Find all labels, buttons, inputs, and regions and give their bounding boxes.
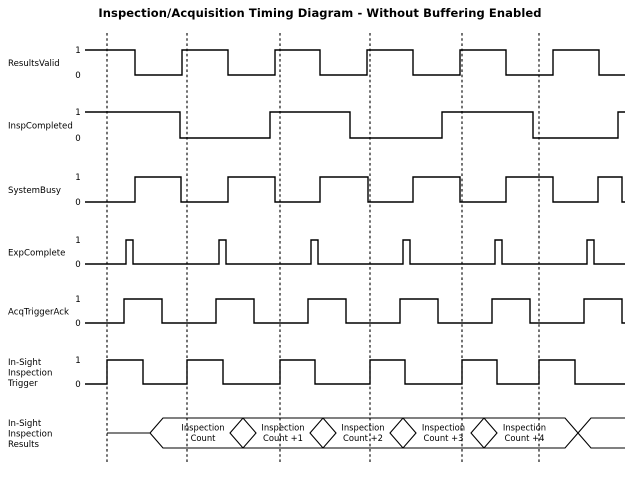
bus-cell-label-1: Count +1 [263,433,303,443]
bus-cell-label-0: Inspection [181,423,224,433]
waveform-acq-trigger-ack [85,298,625,324]
waveform-system-busy [85,176,625,203]
level-high-label-insp-completed: 1 [75,108,80,118]
bus-cell-label-2: Inspection [341,423,384,433]
level-low-label-acq-trigger-ack: 0 [75,319,80,329]
page-title: Inspection/Acquisition Timing Diagram - … [98,6,542,20]
signal-label-system-busy: SystemBusy [8,186,61,196]
bus-cell-label-2: Count +2 [343,433,383,443]
bus-tail-open [577,417,625,449]
trigger-marker-gridlines [106,33,540,462]
signal-waveforms-group: ResultsValid10InspCompleted10SystemBusy1… [7,46,625,390]
level-high-label-system-busy: 1 [75,173,80,183]
signal-label-acq-trigger-ack: AcqTriggerAck [8,307,69,317]
level-low-label-results-valid: 0 [75,71,80,81]
level-high-label-acq-trigger-ack: 1 [75,295,80,305]
signal-label-insight-inspection-trigger: Inspection [8,368,52,378]
bus-cell-label-0: Count [191,433,217,443]
level-low-label-insp-completed: 0 [75,134,80,144]
signal-row-exp-complete: ExpComplete 1 0 [8,236,625,270]
signal-label-insight-inspection-trigger: In-Sight [8,358,42,368]
signal-label-insp-completed: InspCompleted [8,121,73,131]
bus-cell-label-3: Inspection [422,423,465,433]
signal-label-exp-complete: ExpComplete [8,248,65,258]
signal-row-acq-trigger-ack: AcqTriggerAck 1 0 [8,295,625,329]
signal-row-insight-inspection-results: In-SightInspectionResultsInspectionCount… [8,417,625,450]
bus-cell-label-1: Inspection [261,423,304,433]
bus-cell-label-3: Count +3 [424,433,464,443]
level-high-label-insight-inspection-trigger: 1 [75,356,80,366]
signal-label-results-valid: ResultsValid [8,59,60,69]
signal-label-insight-inspection-results: Inspection [8,429,52,439]
bus-cell-0 [149,417,257,449]
waveform-exp-complete [85,239,625,265]
bus-cell-1 [229,417,337,449]
signal-row-results-valid: ResultsValid 1 0 [8,46,625,81]
level-low-label-insight-inspection-trigger: 0 [75,380,80,390]
bus-waveform-group: In-SightInspectionResultsInspectionCount… [8,417,625,450]
waveform-results-valid [85,49,625,76]
bus-cell-2 [309,417,417,449]
level-high-label-results-valid: 1 [75,46,80,56]
bus-cell-label-4: Inspection [503,423,546,433]
bus-cell-label-4: Count +4 [505,433,545,443]
signal-row-system-busy: SystemBusy 1 0 [8,173,625,208]
signal-label-insight-inspection-trigger: Trigger [7,379,38,389]
level-high-label-exp-complete: 1 [75,236,80,246]
waveform-insight-inspection-trigger [85,359,625,385]
signal-label-insight-inspection-results: In-Sight [8,419,42,429]
level-low-label-system-busy: 0 [75,198,80,208]
signal-label-insight-inspection-results: Results [8,440,40,450]
waveform-insp-completed [85,111,625,139]
bus-cell-3 [389,417,498,449]
level-low-label-exp-complete: 0 [75,260,80,270]
